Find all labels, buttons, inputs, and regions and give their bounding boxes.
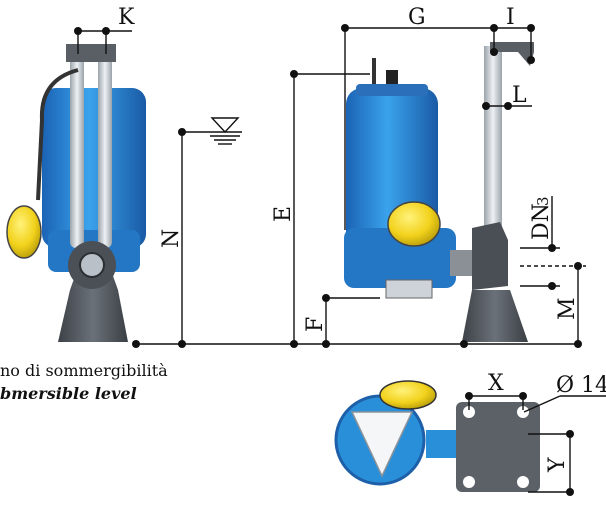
front-top-bracket <box>66 44 116 62</box>
label-DN-sub: 3 <box>534 196 552 206</box>
top-bolt-hole-2 <box>517 406 529 418</box>
top-bolt-hole-1 <box>463 406 475 418</box>
front-motor-body <box>42 88 146 248</box>
side-view-pump <box>344 42 534 342</box>
front-pipe-right <box>98 48 112 248</box>
top-bolt-hole-4 <box>517 476 529 488</box>
label-X: X <box>488 371 504 396</box>
dimension-lines <box>77 27 606 493</box>
side-float-ball <box>387 201 441 247</box>
label-DN3: DN 3 <box>529 196 554 240</box>
note-submersible-level-en: bmersible level <box>0 384 137 403</box>
label-Y: Y <box>545 457 570 473</box>
front-outlet <box>79 252 105 278</box>
water-level-symbol <box>210 117 240 145</box>
front-float-ball <box>6 205 42 259</box>
label-diameter: Ø 14 <box>556 373 606 398</box>
top-base-plate <box>456 402 540 492</box>
top-view-pump <box>334 380 540 492</box>
side-guide-pipe <box>484 46 502 236</box>
front-float-cable <box>36 68 79 201</box>
label-L: L <box>512 83 527 108</box>
label-DN: DN <box>529 203 554 240</box>
front-pipe-left <box>70 48 84 248</box>
label-M: M <box>555 297 580 320</box>
label-E: E <box>271 206 296 222</box>
side-strainer <box>385 279 433 299</box>
top-float <box>379 380 437 410</box>
top-outlet-neck <box>426 430 456 458</box>
side-cable-gland <box>386 70 398 86</box>
side-top-bracket <box>490 42 534 66</box>
note-submersible-level-it: no di sommergibilità <box>0 361 168 380</box>
side-coupling <box>472 222 508 290</box>
label-F: F <box>303 317 328 332</box>
side-motor-cap <box>356 84 428 96</box>
label-I: I <box>506 5 515 30</box>
label-N: N <box>159 229 184 248</box>
dimension-dots <box>74 24 582 496</box>
top-bolt-hole-3 <box>463 476 475 488</box>
front-view-pump <box>6 44 146 342</box>
top-cover-triangle <box>350 411 414 478</box>
side-base-foot <box>462 290 528 342</box>
label-G: G <box>408 5 426 30</box>
label-K: K <box>118 5 135 30</box>
